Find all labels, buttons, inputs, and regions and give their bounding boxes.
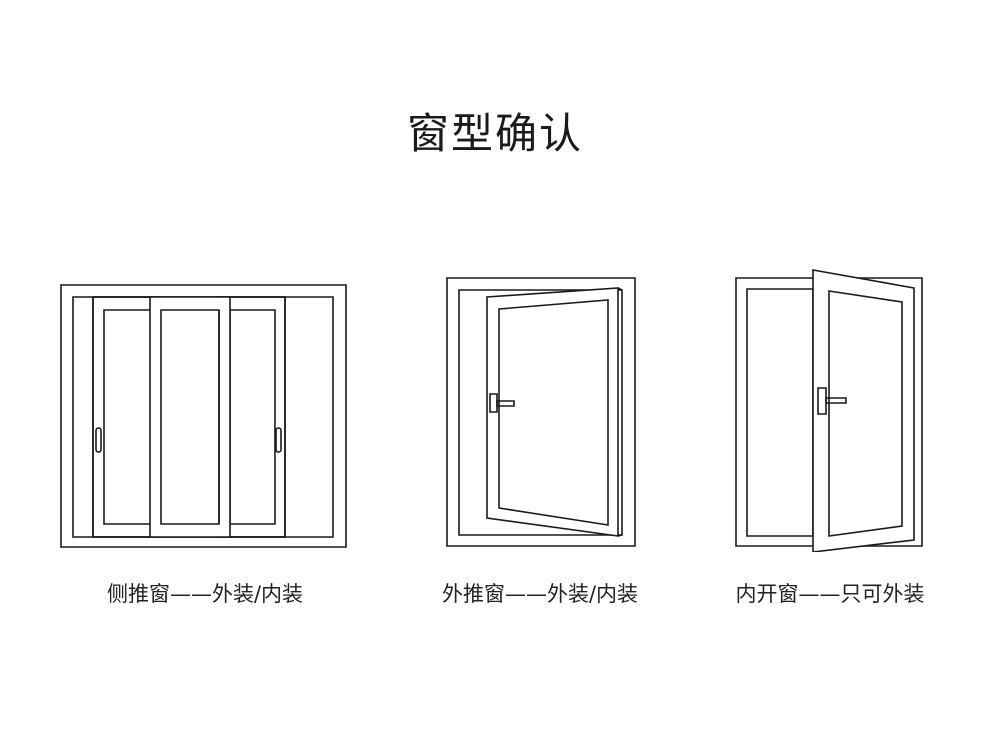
- window-caption-inward: 内开窗——只可外装: [735, 582, 925, 606]
- right-sash-glass: [230, 310, 275, 524]
- fixed-pane: [747, 289, 813, 536]
- middle-sash: [150, 297, 230, 537]
- window-option-inward[interactable]: 内开窗——只可外装: [730, 260, 930, 620]
- window-caption-sliding: 侧推窗——外装/内装: [106, 582, 304, 606]
- outer-frame: [61, 285, 346, 547]
- sliding-window-diagram: [60, 260, 350, 552]
- sash: [487, 288, 618, 536]
- outward-window-diagram: [440, 260, 640, 552]
- page-title: 窗型确认: [406, 109, 583, 158]
- sash: [813, 270, 914, 552]
- outer-frame: [447, 278, 635, 546]
- handle-lever: [826, 398, 846, 403]
- window-option-outward[interactable]: 外推窗——外装/内装: [440, 260, 640, 620]
- left-sash-glass: [104, 310, 153, 524]
- hinge-edge-bottom: [618, 535, 622, 536]
- left-sash: [93, 297, 153, 537]
- hinge-edge-top: [618, 288, 622, 290]
- window-option-sliding[interactable]: 侧推窗——外装/内装: [60, 260, 350, 620]
- inward-window-diagram: [730, 260, 930, 552]
- sash-glass: [829, 291, 902, 536]
- window-caption-outward: 外推窗——外装/内装: [441, 582, 639, 606]
- sash-glass: [499, 300, 608, 525]
- left-handle: [96, 428, 101, 452]
- right-handle: [276, 428, 281, 452]
- handle-lever: [497, 401, 514, 406]
- inner-frame: [459, 290, 622, 535]
